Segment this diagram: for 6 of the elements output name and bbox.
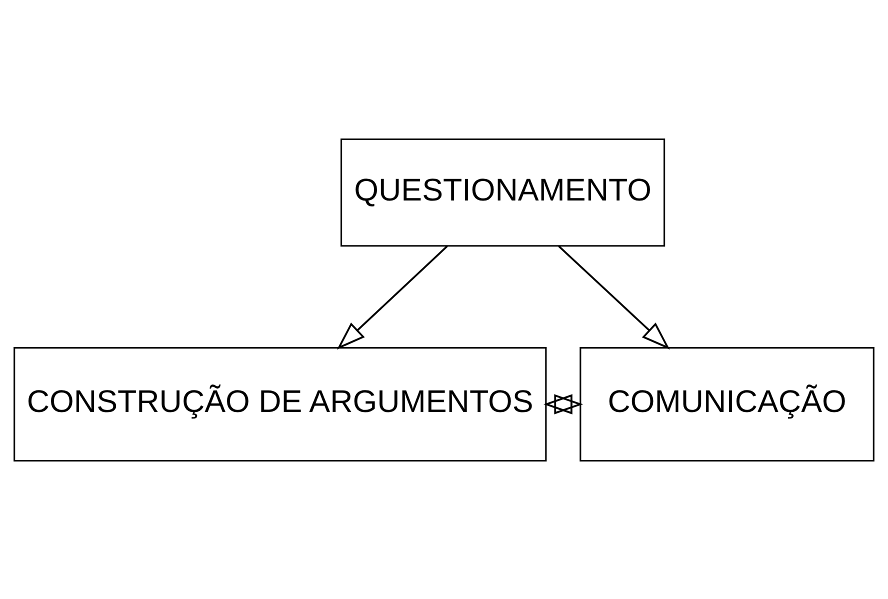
arrow [544,394,584,414]
node-box: QUESTIONAMENTO [340,138,666,246]
arrow [558,245,670,350]
node-box: COMUNICAÇÃO [580,346,874,462]
arrow [336,245,448,350]
node-box: CONSTRUÇÃO DE ARGUMENTOS [14,346,547,462]
